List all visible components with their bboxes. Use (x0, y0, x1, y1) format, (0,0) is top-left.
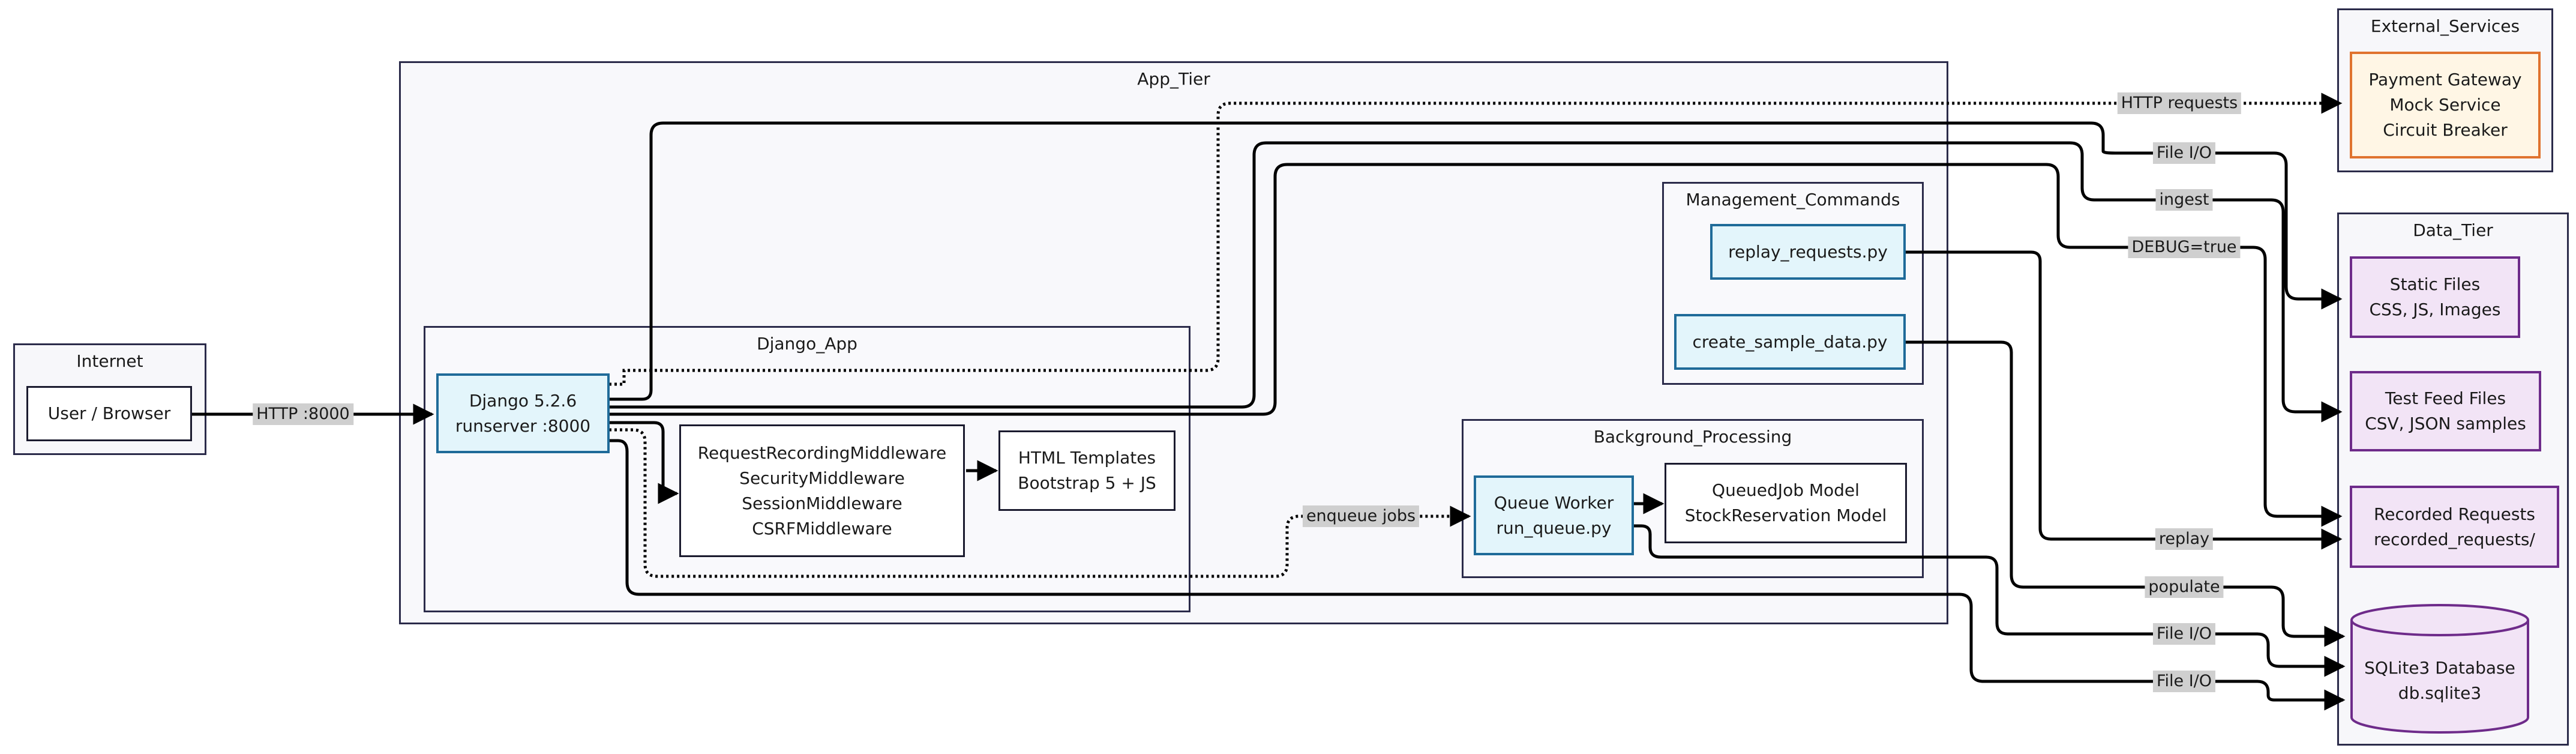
django-server-line-1: Django 5.2.6 (469, 390, 577, 411)
edge-django-to-queue (609, 428, 1471, 578)
edge-django-to-payment (609, 92, 2343, 386)
payment-gateway-node: Payment Gateway Mock Service Circuit Bre… (2350, 52, 2541, 158)
middleware-line-3: SessionMiddleware (742, 493, 902, 513)
internet-cluster-label: Internet (76, 351, 143, 371)
edge-django-to-test-feed-ingest (609, 141, 2343, 423)
edge-django-to-recorded-debug (609, 163, 2343, 527)
models-node: QueuedJob Model StockReservation Model (1665, 463, 1907, 543)
replay-requests-node: replay_requests.py (1710, 224, 1906, 280)
edge-django-to-middleware (609, 421, 679, 504)
edge-label-http-requests: HTTP requests (2117, 92, 2242, 114)
edge-create-sample-to-sqlite (1903, 340, 2346, 647)
static-files-line-2: CSS, JS, Images (2369, 300, 2501, 319)
edge-label-replay: replay (2155, 528, 2214, 550)
data-tier-cluster-label: Data_Tier (2413, 220, 2493, 240)
edge-label-http-8000: HTTP :8000 (253, 403, 353, 425)
html-templates-node: HTML Templates Bootstrap 5 + JS (998, 430, 1175, 511)
edge-django-to-sqlite-file-io (609, 439, 2346, 711)
test-feed-files-line-2: CSV, JSON samples (2365, 414, 2526, 433)
user-browser-node: User / Browser (26, 386, 192, 441)
app-tier-cluster-label: App_Tier (1137, 69, 1210, 89)
database-cylinder-icon (2350, 604, 2529, 734)
html-templates-line-1: HTML Templates (1018, 448, 1156, 468)
recorded-requests-node: Recorded Requests recorded_requests/ (2350, 486, 2559, 568)
payment-gateway-line-1: Payment Gateway (2368, 70, 2522, 89)
recorded-requests-line-2: recorded_requests/ (2374, 529, 2535, 549)
middleware-line-4: CSRFMiddleware (752, 518, 892, 538)
models-line-1: QueuedJob Model (1712, 480, 1860, 500)
payment-gateway-line-2: Mock Service (2389, 95, 2501, 115)
create-sample-data-line-1: create_sample_data.py (1692, 331, 1888, 352)
edge-label-ingest: ingest (2155, 189, 2213, 211)
middleware-node: RequestRecordingMiddleware SecurityMiddl… (679, 424, 965, 557)
external-services-cluster-label: External_Services (2370, 16, 2520, 36)
django-server-node: Django 5.2.6 runserver :8000 (436, 373, 610, 453)
edge-label-file-io-static: File I/O (2152, 142, 2216, 164)
test-feed-files-node: Test Feed Files CSV, JSON samples (2350, 371, 2541, 451)
edge-label-enqueue-jobs: enqueue jobs (1302, 505, 1420, 527)
background-processing-cluster-label: Background_Processing (1593, 427, 1792, 447)
queue-worker-line-2: run_queue.py (1496, 517, 1612, 538)
edge-label-file-io-db-1: File I/O (2152, 623, 2216, 645)
recorded-requests-line-1: Recorded Requests (2374, 504, 2535, 524)
middleware-line-2: SecurityMiddleware (739, 468, 905, 488)
queue-worker-node: Queue Worker run_queue.py (1474, 475, 1634, 555)
static-files-line-1: Static Files (2389, 274, 2481, 294)
edge-replay-to-recorded (1903, 250, 2343, 550)
html-templates-line-2: Bootstrap 5 + JS (1018, 473, 1156, 493)
edge-label-file-io-db-2: File I/O (2152, 671, 2216, 692)
models-line-2: StockReservation Model (1684, 505, 1887, 525)
management-commands-cluster-label: Management_Commands (1686, 190, 1900, 210)
sqlite-db-line-2: db.sqlite3 (2398, 683, 2482, 703)
sqlite-db-line-1: SQLite3 Database (2364, 658, 2515, 678)
edge-queue-to-sqlite (1632, 524, 2346, 677)
django-app-cluster-label: Django_App (757, 334, 857, 354)
edge-label-populate: populate (2145, 576, 2224, 598)
edge-django-to-static-file-io (609, 121, 2343, 401)
payment-gateway-line-3: Circuit Breaker (2383, 120, 2508, 140)
create-sample-data-node: create_sample_data.py (1674, 314, 1906, 370)
static-files-node: Static Files CSS, JS, Images (2350, 256, 2520, 338)
sqlite-db-node: SQLite3 Database db.sqlite3 (2350, 603, 2530, 734)
test-feed-files-line-1: Test Feed Files (2385, 388, 2506, 408)
queue-worker-line-1: Queue Worker (1494, 492, 1614, 513)
django-server-line-2: runserver :8000 (455, 415, 591, 436)
edge-label-debug-true: DEBUG=true (2128, 237, 2241, 258)
user-browser-line-1: User / Browser (47, 403, 171, 423)
middleware-line-1: RequestRecordingMiddleware (697, 442, 947, 463)
replay-requests-line-1: replay_requests.py (1728, 241, 1888, 262)
sqlite-db-text: SQLite3 Database db.sqlite3 (2364, 632, 2515, 706)
